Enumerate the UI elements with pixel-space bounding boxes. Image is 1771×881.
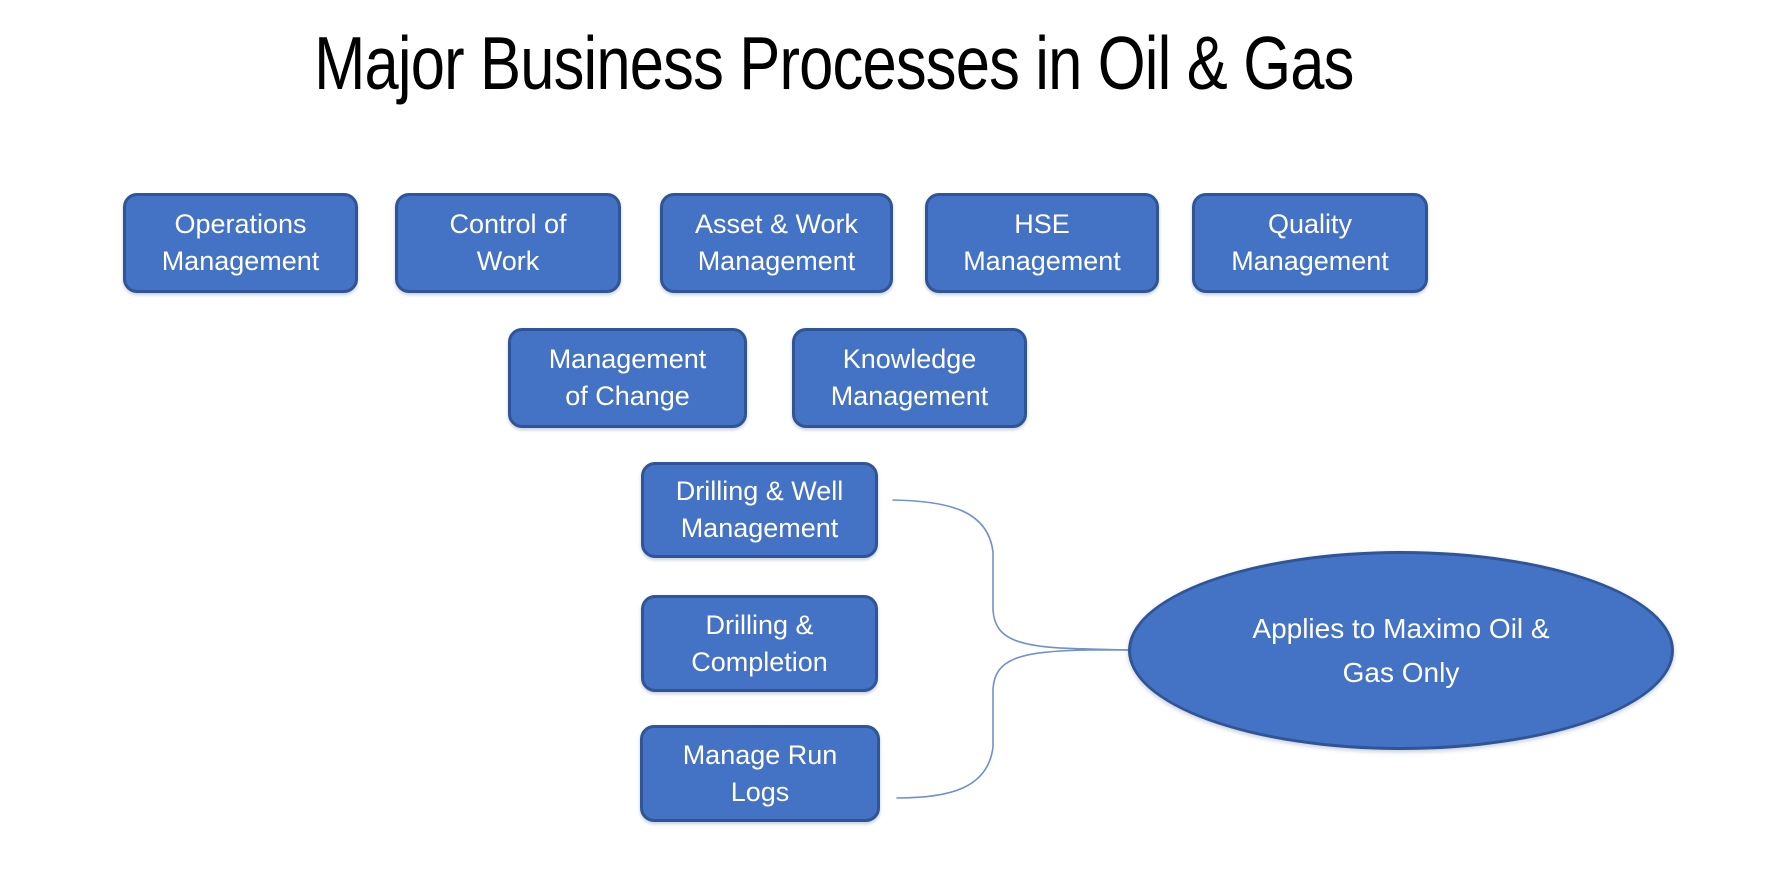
brace-top-curve — [892, 499, 1129, 651]
page-title: Major Business Processes in Oil & Gas — [0, 22, 1668, 105]
ellipse-applies-to-maximo: Applies to Maximo Oil & Gas Only — [1128, 551, 1674, 750]
box-label-line: Manage Run — [682, 739, 838, 770]
box-label-line: Completion — [691, 646, 828, 677]
box-quality-management: Quality Management — [1192, 193, 1428, 293]
box-label-line: Management — [830, 381, 989, 411]
box-label-line: Drilling & Well — [675, 476, 844, 506]
ellipse-label-line: Gas Only — [1342, 656, 1460, 688]
ellipse-label-line: Applies to Maximo Oil & — [1252, 612, 1550, 644]
box-label-line: Asset & Work — [694, 209, 859, 239]
box-label-line: Operations — [174, 209, 307, 239]
box-knowledge-management: Knowledge Management — [792, 328, 1027, 428]
box-label-line: Logs — [730, 776, 790, 807]
page-title-text: Major Business Processes in Oil & Gas — [314, 21, 1354, 105]
box-control-of-work: Control of Work — [395, 193, 621, 293]
box-label-line: Management — [548, 344, 707, 374]
box-operations-management: Operations Management — [123, 193, 358, 293]
box-label-line: of Change — [565, 381, 690, 411]
box-drilling-well-management: Drilling & Well Management — [641, 462, 878, 558]
box-label-line: Management — [161, 246, 320, 276]
box-label-line: Drilling & — [705, 609, 814, 640]
box-asset-work-management: Asset & Work Management — [660, 193, 893, 293]
box-label-line: Work — [476, 246, 540, 276]
box-hse-management: HSE Management — [925, 193, 1159, 293]
box-label-line: Quality — [1267, 209, 1353, 239]
box-label-line: Management — [680, 513, 839, 543]
box-label-line: Knowledge — [842, 344, 977, 374]
box-label-line: Management — [1231, 246, 1389, 276]
box-label-line: Management — [963, 246, 1121, 276]
box-management-of-change: Management of Change — [508, 328, 747, 428]
brace-bottom-curve — [896, 649, 1129, 799]
box-manage-run-logs: Manage Run Logs — [640, 725, 880, 822]
box-label-line: HSE — [1014, 209, 1070, 239]
box-drilling-completion: Drilling & Completion — [641, 595, 878, 692]
box-label-line: Management — [697, 246, 856, 276]
box-label-line: Control of — [449, 209, 567, 239]
